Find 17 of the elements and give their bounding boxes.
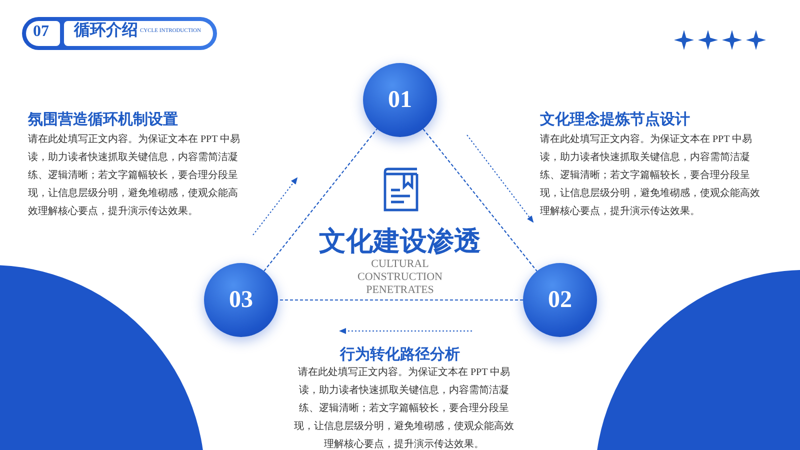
- connector-line: [264, 128, 378, 272]
- number-circle: 03: [204, 263, 278, 337]
- number-circle: 01: [363, 63, 437, 137]
- block-heading: 行为转化路径分析: [338, 345, 461, 364]
- connector-line: [278, 299, 523, 301]
- section-title: 循环介绍: [74, 23, 138, 39]
- block-heading: 氛围营造循环机制设置: [28, 110, 178, 129]
- body-text: 请在此处填写正文内容。为保证文本在 PPT 中易读，助力读者快速抓取关键信息，内容需简洁凝练、逻辑清晰；若文字篇幅较长，要合理分段呈现，让信息层级分明，避免堆砌感，使观众能高效理解核心要点，提升演示传达效果。: [28, 132, 242, 219]
- body-text: 请在此处填写正文内容。为保证文本在 PPT 中易读，助力读者快速抓取关键信息，内容需简洁凝练、逻辑清晰；若文字篇幅较长，要合理分段呈现，让信息层级分明，避免堆砌感，使观众能高效理解核心要点，提升演示传达效果。: [293, 366, 515, 450]
- body-text: 请在此处填写正文内容。为保证文本在 PPT 中易读，助力读者快速抓取关键信息，内容需简洁凝练、逻辑清晰；若文字篇幅较长，要合理分段呈现，让信息层级分明，避免堆砌感，使观众能高效理解核心要点，提升演示传达效果。: [540, 132, 761, 219]
- header-pill: [22, 17, 217, 50]
- number-circle: 02: [523, 263, 597, 337]
- section-number: 07: [33, 24, 49, 40]
- connector-line: [422, 128, 538, 272]
- center-subtitle: CULTURAL CONSTRUCTION PENETRATES: [356, 258, 444, 297]
- center-title: 文化建设渗透: [318, 225, 482, 258]
- block-heading: 文化理念提炼节点设计: [540, 110, 690, 129]
